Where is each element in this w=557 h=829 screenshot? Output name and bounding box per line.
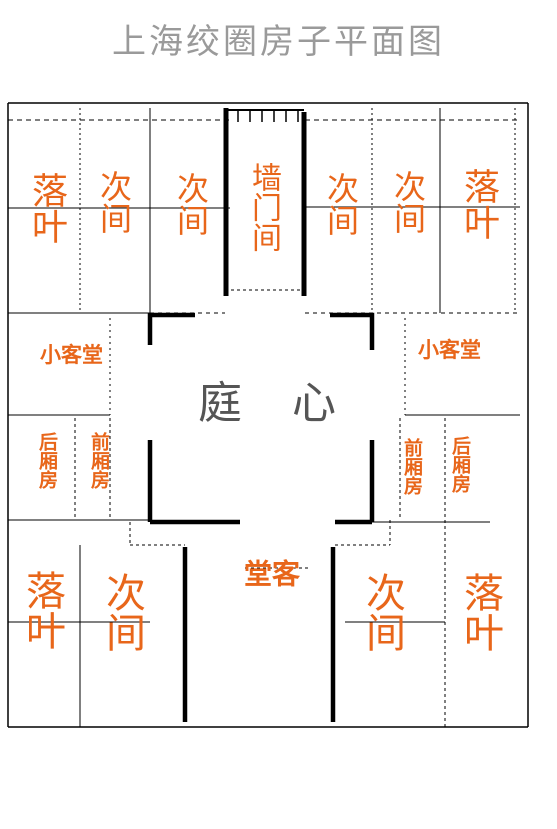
side-rooms-grid	[8, 318, 520, 727]
top-row-grid	[8, 108, 520, 314]
room-label-cijian-top-3: 次间	[322, 172, 360, 236]
room-label-cijian-top-1: 次间	[95, 170, 133, 234]
room-label-luoye-bottom-left: 落叶	[19, 570, 65, 650]
room-label-cijian-bottom-left: 次间	[99, 572, 145, 652]
room-label-ketang-text: 客堂	[240, 559, 301, 657]
room-label-cijian-top-4: 次间	[389, 170, 427, 234]
room-label-qiangmenjian: 墙门间	[246, 162, 281, 252]
room-label-qianxiangfang-right: 前厢房	[401, 438, 423, 495]
room-label-cijian-top-2: 次间	[172, 172, 210, 236]
gate-room-walls	[223, 108, 307, 296]
courtyard-char-xin: 心	[292, 378, 336, 429]
courtyard-char-ting: 庭	[198, 378, 242, 429]
room-label-houxiangfang-left: 后厢房	[36, 432, 58, 489]
room-label-luoye-top-left: 落叶	[26, 172, 67, 244]
room-label-xiaoketang-left: 小客堂	[40, 343, 103, 367]
bottom-row-grid	[8, 545, 445, 727]
room-label-cijian-bottom-right: 次间	[359, 572, 405, 652]
room-label-qianxiangfang-left: 前厢房	[88, 432, 110, 489]
room-label-houxiangfang-right: 后厢房	[449, 436, 471, 493]
room-label-xiaoketang-right: 小客堂	[418, 338, 481, 362]
room-label-luoye-bottom-right: 落叶	[457, 572, 503, 652]
courtyard-walls	[147, 312, 375, 525]
room-label-ketang: 客堂	[240, 538, 301, 678]
diagram-title: 上海绞圈房子平面图	[112, 22, 445, 62]
room-label-luoye-top-right: 落叶	[458, 168, 499, 240]
